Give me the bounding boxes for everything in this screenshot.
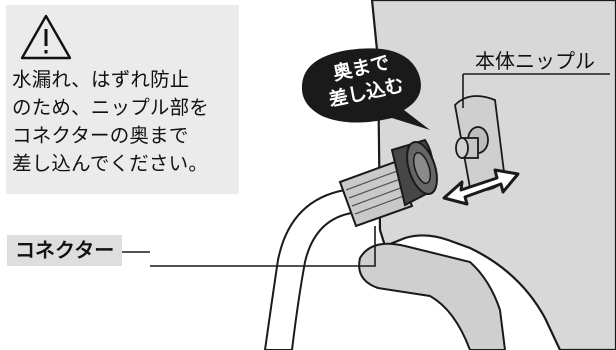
- speech-bubble: [301, 48, 430, 130]
- connector: [338, 138, 438, 228]
- main-nipple-label: 本体ニップル: [475, 49, 595, 73]
- connector-label: コネクター: [7, 235, 123, 266]
- warning-triangle-icon-top: [20, 14, 72, 60]
- device-stand: [358, 242, 507, 350]
- main-nipple: [455, 126, 489, 159]
- double-headed-arrow-icon: [442, 168, 520, 206]
- hose: [263, 188, 362, 350]
- warning-text: 水漏れ、はずれ防止 のため、ニップル部を コネクターの奥まで 差し込んでください…: [12, 68, 210, 175]
